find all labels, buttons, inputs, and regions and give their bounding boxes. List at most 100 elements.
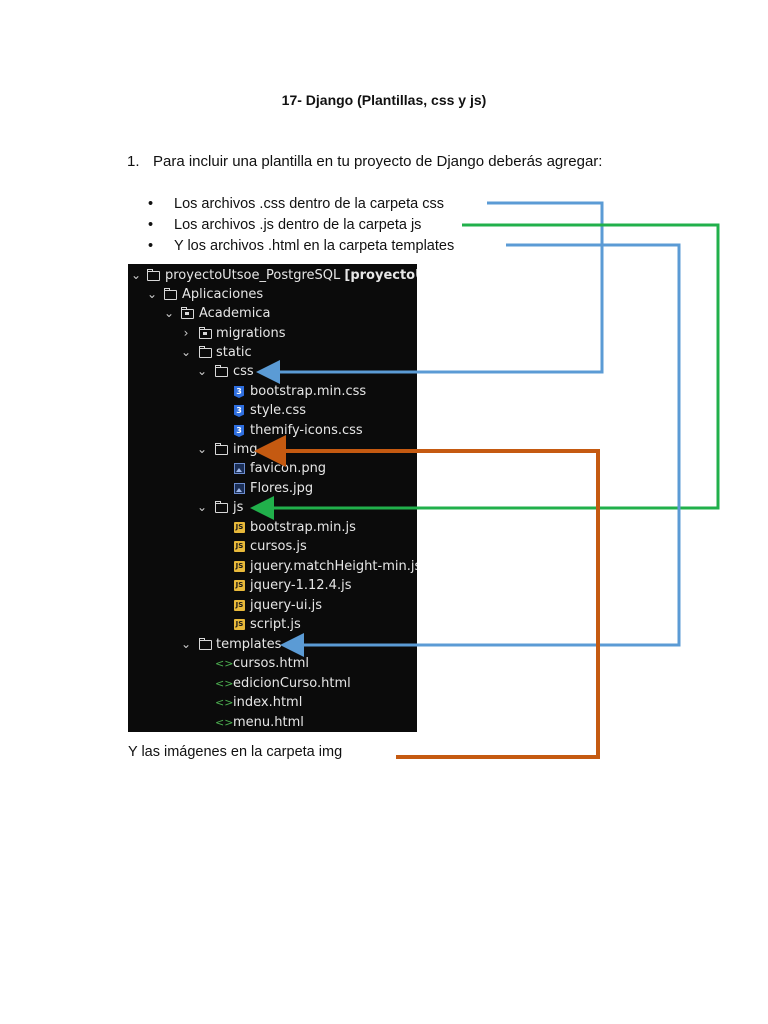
tree-row-img[interactable]: ⌄ img (128, 440, 417, 459)
package-folder-icon (199, 327, 212, 339)
tree-file-js[interactable]: JS cursos.js (128, 537, 417, 556)
folder-label: templates (216, 637, 282, 652)
html-file-icon: <> (215, 716, 234, 729)
image-file-icon (234, 483, 245, 494)
html-file-icon: <> (215, 657, 234, 670)
tree-file-css[interactable]: 3 bootstrap.min.css (128, 382, 417, 401)
file-label: cursos.js (250, 539, 307, 554)
file-label: jquery-1.12.4.js (250, 578, 352, 593)
chevron-down-icon[interactable]: ⌄ (163, 306, 175, 320)
html-file-icon: <> (215, 677, 234, 690)
project-module: [proyectoUts (344, 268, 417, 283)
img-arrow (254, 435, 600, 759)
images-note: Y las imágenes en la carpeta img (128, 744, 343, 760)
step-number: 1. (127, 153, 140, 170)
tree-file-js[interactable]: JS jquery.matchHeight-min.js (128, 557, 417, 576)
image-file-icon (234, 463, 245, 474)
tree-row-root[interactable]: ⌄ proyectoUtsoe_PostgreSQL [proyectoUts (128, 266, 417, 285)
bullet-text: Y los archivos .html en la carpeta templ… (174, 238, 455, 254)
folder-label: js (233, 500, 244, 515)
css-arrow (256, 201, 604, 384)
folder-icon (147, 269, 160, 281)
chevron-down-icon[interactable]: ⌄ (180, 637, 192, 651)
file-label: edicionCurso.html (233, 676, 351, 691)
file-label: Flores.jpg (250, 481, 314, 496)
folder-icon (215, 443, 228, 455)
chevron-right-icon[interactable]: › (183, 326, 189, 340)
templates-arrow (280, 243, 681, 657)
chevron-down-icon[interactable]: ⌄ (180, 345, 192, 359)
js-arrow (250, 223, 720, 520)
tree-row-aplicaciones[interactable]: ⌄ Aplicaciones (128, 285, 417, 304)
folder-icon (164, 288, 177, 300)
bullet-marker: • (148, 217, 154, 233)
bullet-list: • Los archivos .css dentro de la carpeta … (148, 194, 454, 257)
css-file-icon: 3 (234, 405, 244, 417)
tree-row-css[interactable]: ⌄ css (128, 362, 417, 381)
js-file-icon: JS (234, 561, 245, 572)
folder-icon (199, 346, 212, 358)
tree-file-html[interactable]: <> index.html (128, 693, 417, 712)
bullet-text: Los archivos .js dentro de la carpeta js (174, 217, 422, 233)
chevron-down-icon[interactable]: ⌄ (130, 268, 142, 282)
chevron-down-icon[interactable]: ⌄ (196, 364, 208, 378)
chevron-down-icon[interactable]: ⌄ (146, 287, 158, 301)
folder-label: Aplicaciones (182, 287, 264, 302)
folder-icon (215, 365, 228, 377)
page-title: 17- Django (Plantillas, css y js) (281, 92, 487, 108)
tree-file-js[interactable]: JS script.js (128, 615, 417, 634)
package-folder-icon (181, 307, 194, 319)
tree-row-migrations[interactable]: › migrations (128, 324, 417, 343)
file-label: themify-icons.css (250, 423, 363, 438)
tree-file-html[interactable]: <> edicionCurso.html (128, 674, 417, 693)
folder-label: Academica (199, 306, 271, 321)
file-label: style.css (250, 403, 306, 418)
tree-file-css[interactable]: 3 themify-icons.css (128, 421, 417, 440)
folder-icon (215, 501, 228, 513)
chevron-down-icon[interactable]: ⌄ (196, 500, 208, 514)
file-label: jquery.matchHeight-min.js (250, 559, 417, 574)
folder-label: static (216, 345, 252, 360)
file-label: jquery-ui.js (250, 598, 322, 613)
file-label: bootstrap.min.js (250, 520, 356, 535)
tree-row-academica[interactable]: ⌄ Academica (128, 304, 417, 323)
html-file-icon: <> (215, 696, 234, 709)
project-name: proyectoUtsoe_PostgreSQL (165, 268, 341, 283)
bullet-js: • Los archivos .js dentro de la carpeta j… (148, 215, 454, 236)
folder-icon (199, 638, 212, 650)
file-label: bootstrap.min.css (250, 384, 367, 399)
tree-file-html[interactable]: <> menu.html (128, 713, 417, 732)
tree-file-css[interactable]: 3 style.css (128, 401, 417, 420)
js-file-icon: JS (234, 600, 245, 611)
js-file-icon: JS (234, 619, 245, 630)
step-1: 1. Para incluir una plantilla en tu proye… (127, 153, 602, 170)
bullet-html: • Y los archivos .html en la carpeta temp… (148, 236, 454, 257)
file-label: script.js (250, 617, 301, 632)
tree-row-js[interactable]: ⌄ js (128, 498, 417, 517)
step-text: Para incluir una plantilla en tu proyect… (153, 153, 603, 170)
file-label: menu.html (233, 715, 304, 730)
js-file-icon: JS (234, 541, 245, 552)
tree-file-html[interactable]: <> cursos.html (128, 654, 417, 673)
css-file-icon: 3 (234, 425, 244, 437)
css-file-icon: 3 (234, 386, 244, 398)
js-file-icon: JS (234, 522, 245, 533)
chevron-down-icon[interactable]: ⌄ (196, 442, 208, 456)
js-file-icon: JS (234, 580, 245, 591)
tree-row-templates[interactable]: ⌄ templates (128, 635, 417, 654)
bullet-marker: • (148, 238, 154, 254)
bullet-marker: • (148, 196, 154, 212)
tree-file-img[interactable]: Flores.jpg (128, 479, 417, 498)
bullet-text: Los archivos .css dentro de la carpeta c… (174, 196, 444, 212)
tree-file-js[interactable]: JS bootstrap.min.js (128, 518, 417, 537)
folder-label: css (233, 364, 254, 379)
folder-label: migrations (216, 326, 286, 341)
bullet-css: • Los archivos .css dentro de la carpeta … (148, 194, 454, 215)
tree-file-js[interactable]: JS jquery-ui.js (128, 596, 417, 615)
tree-row-static[interactable]: ⌄ static (128, 343, 417, 362)
file-label: cursos.html (233, 656, 309, 671)
tree-file-js[interactable]: JS jquery-1.12.4.js (128, 576, 417, 595)
folder-label: img (233, 442, 258, 457)
file-label: index.html (233, 695, 303, 710)
